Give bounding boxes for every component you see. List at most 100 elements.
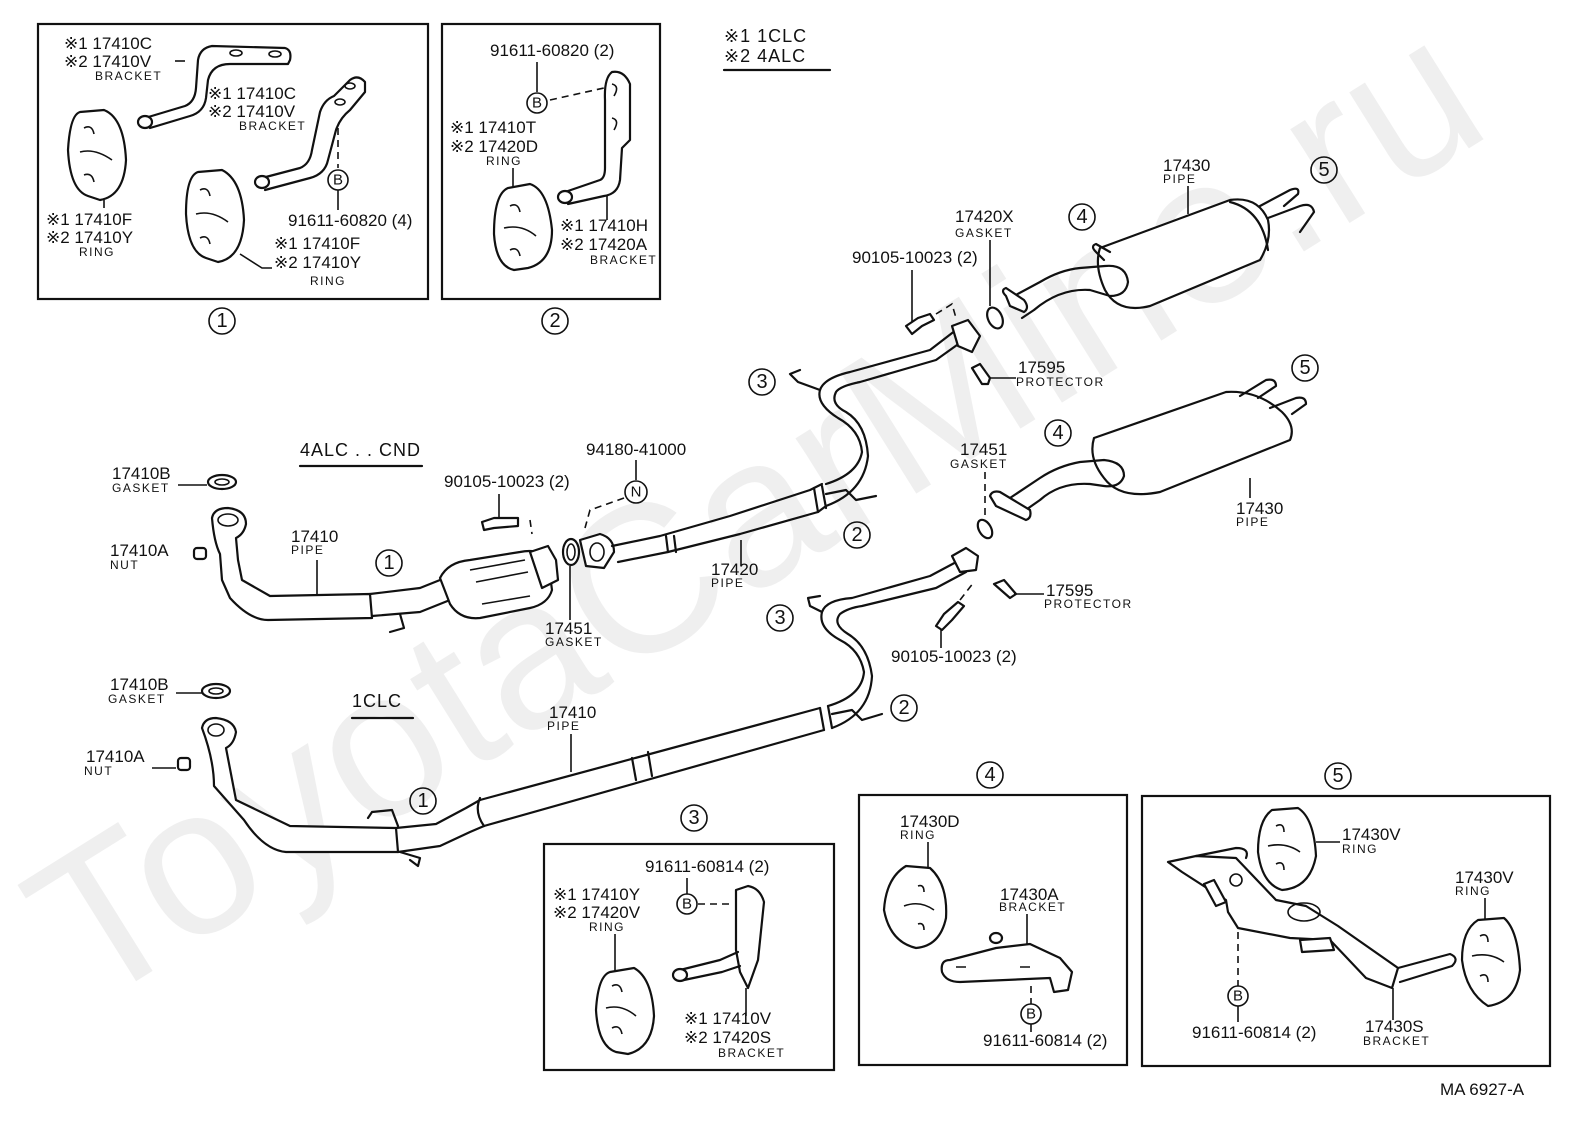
detail-box-3: 91611-60814 (2) B ※1 17410Y ※2 17420V RI… xyxy=(542,842,836,1072)
gasket-icon xyxy=(206,473,238,491)
bolt-icon xyxy=(480,516,520,532)
lower-pipe-part: 17410 xyxy=(549,703,596,722)
upper-tail-pipe-name: PIPE xyxy=(1163,172,1196,186)
lower-nut-name: NUT xyxy=(84,764,113,778)
bracket-icon xyxy=(143,44,292,130)
detail-box-1-frame xyxy=(36,22,430,301)
lower-exhaust-assembly: 1CLC 17410B GASKET 17410A NUT 1 17410 PI… xyxy=(84,546,980,868)
svg-text:3: 3 xyxy=(756,371,767,393)
svg-text:4: 4 xyxy=(1052,422,1063,444)
upper-section-label: 4ALC . . CND xyxy=(300,440,421,460)
bolt-marker-icon xyxy=(676,893,698,915)
b1-ring-a-line1: ※1 17410F xyxy=(46,210,132,229)
protector-icon xyxy=(970,362,992,386)
legend-note-1: ※1 1CLC xyxy=(724,26,807,46)
callout-3: 3 xyxy=(688,807,699,829)
rubber-ring-icon xyxy=(882,864,948,950)
callout-4-icon xyxy=(1044,419,1072,447)
upper-gasket-name: GASKET xyxy=(112,481,170,495)
nut-icon xyxy=(192,546,208,561)
upper-tail-pipe-part: 17430 xyxy=(1163,156,1210,175)
svg-text:B: B xyxy=(532,95,542,112)
nut-icon xyxy=(176,756,192,772)
b1-ring-b-line2: ※2 17410Y xyxy=(274,253,361,272)
muffler-icon xyxy=(1091,390,1293,496)
b5-bracket-name: BRACKET xyxy=(1363,1034,1430,1048)
upper-tail-gasket-part: 17420X xyxy=(955,207,1014,226)
lower-tail-gasket-part: 17451 xyxy=(960,440,1007,459)
b1-ring-a-line2: ※2 17410Y xyxy=(46,228,133,247)
rubber-ring-icon xyxy=(492,182,554,272)
upper-tail-assembly: 17430 PIPE 5 4 17420X GASKET 90105-10023… xyxy=(852,156,1338,389)
b1-bracket-b-line1: ※1 17410C xyxy=(208,84,296,103)
bracket-icon xyxy=(260,76,367,192)
upper-nut-part: 17410A xyxy=(110,541,169,560)
upper-protector-name: PROTECTOR xyxy=(1016,375,1105,389)
lower-protector-name: PROTECTOR xyxy=(1044,597,1133,611)
b5-bracket-part: 17430S xyxy=(1365,1017,1424,1036)
b4-bolt: 91611-60814 (2) xyxy=(983,1031,1107,1050)
callout-3-icon xyxy=(680,804,708,832)
lower-pipe-name: PIPE xyxy=(547,719,580,733)
b1-ring-b-name: RING xyxy=(310,274,346,288)
svg-text:B: B xyxy=(333,172,343,189)
b1-bracket-b-name: BRACKET xyxy=(239,119,306,133)
b5-ring-b-name: RING xyxy=(1455,884,1491,898)
callout-4-icon xyxy=(1068,203,1096,231)
callout-1-icon xyxy=(409,787,437,815)
upper-nut-part-number: 94180-41000 xyxy=(586,440,686,459)
detail-box-4: 17430D RING 17430A BRACKET B 91611-60814… xyxy=(857,793,1129,1067)
upper-protector-part: 17595 xyxy=(1018,358,1065,377)
upper-exhaust-assembly: 4ALC . . CND 17410B GASKET 17410A NUT 17… xyxy=(110,318,982,649)
upper-center-pipe-name: PIPE xyxy=(711,576,744,590)
svg-text:5: 5 xyxy=(1318,159,1329,181)
upper-gasket-part: 17410B xyxy=(112,464,171,483)
b4-ring-name: RING xyxy=(900,828,936,842)
svg-text:4: 4 xyxy=(1076,206,1087,228)
b3-bracket-name: BRACKET xyxy=(718,1046,785,1060)
detail-box-3-frame xyxy=(542,842,836,1072)
bolt-icon xyxy=(904,312,936,336)
nut-marker-icon xyxy=(624,480,648,504)
b3-ring-line2: ※2 17420V xyxy=(553,903,641,922)
b1-bracket-a-name: BRACKET xyxy=(95,69,162,83)
b2-bracket-line2: ※2 17420A xyxy=(560,235,648,254)
rubber-ring-icon xyxy=(66,108,128,202)
gasket-icon xyxy=(976,518,994,540)
bracket-icon xyxy=(940,942,1074,994)
upper-front-pipe-part: 17410 xyxy=(291,527,338,546)
b2-bracket-line1: ※1 17410H xyxy=(560,216,648,235)
b4-ring-part: 17430D xyxy=(900,812,960,831)
upper-tail-gasket-name: GASKET xyxy=(955,226,1013,240)
b5-ring-a-part: 17430V xyxy=(1342,825,1401,844)
b3-ring-line1: ※1 17410Y xyxy=(553,885,640,904)
b3-bolt: 91611-60814 (2) xyxy=(645,857,769,876)
rubber-ring-icon xyxy=(184,168,246,264)
b2-ring-line2: ※2 17420D xyxy=(450,137,538,156)
b3-bracket-line2: ※2 17420S xyxy=(684,1028,771,1047)
b1-bracket-a-line2: ※2 17410V xyxy=(64,52,152,71)
upper-bolt: 90105-10023 (2) xyxy=(444,472,570,491)
callout-5: 5 xyxy=(1332,765,1343,787)
callout-1: 1 xyxy=(216,310,227,332)
protector-icon xyxy=(992,578,1018,600)
upper-mid-gasket-part: 17451 xyxy=(545,619,592,638)
b5-bolt: 91611-60814 (2) xyxy=(1192,1023,1316,1042)
b3-bracket-line1: ※1 17410V xyxy=(684,1009,772,1028)
lower-section-label: 1CLC xyxy=(352,691,402,711)
lower-nut-part: 17410A xyxy=(86,747,145,766)
b5-ring-b-part: 17430V xyxy=(1455,868,1514,887)
lower-gasket-part: 17410B xyxy=(110,675,169,694)
callout-4: 4 xyxy=(984,764,995,786)
catalytic-converter-icon xyxy=(438,549,554,620)
callout-5-icon xyxy=(1291,354,1319,382)
b5-ring-a-name: RING xyxy=(1342,842,1378,856)
lower-tail-gasket-name: GASKET xyxy=(950,457,1008,471)
lower-tail-bolt: 90105-10023 (2) xyxy=(891,647,1017,666)
svg-text:1: 1 xyxy=(383,552,394,574)
rubber-ring-icon xyxy=(1460,916,1522,1008)
b1-ring-b-line1: ※1 17410F xyxy=(274,234,360,253)
b1-bolt: 91611-60820 (4) xyxy=(288,211,412,230)
svg-text:B: B xyxy=(682,896,692,913)
